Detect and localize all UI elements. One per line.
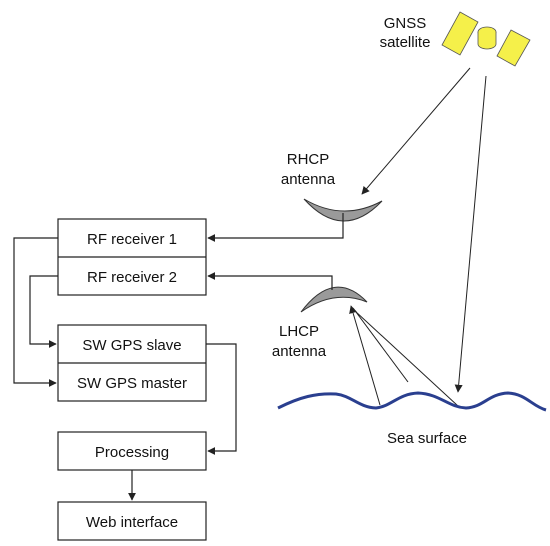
- rf1-to-sw-gps-master-arrow: [13, 237, 58, 387]
- reflected-ray-2: [352, 307, 409, 383]
- processing-label: Processing: [95, 444, 169, 461]
- sw-gps-to-processing-arrow: [206, 343, 237, 455]
- sw-gps-master-label: SW GPS master: [77, 375, 187, 392]
- web-interface-block: [57, 501, 207, 541]
- reflected-ray-1: [349, 305, 381, 406]
- lhcp-antenna-dish: [300, 286, 368, 313]
- lhcp-label-line2: antenna: [272, 343, 327, 360]
- rhcp-to-rf1-arrow: [207, 213, 344, 242]
- lhcp-to-rf2-arrow: [207, 272, 333, 290]
- incident-signal-arrow: [454, 75, 487, 393]
- rf-receiver-1-label: RF receiver 1: [87, 231, 177, 248]
- satellite-label-line1: GNSS: [384, 15, 427, 32]
- sea-surface-wave: [277, 391, 547, 412]
- direct-signal-arrow: [361, 67, 471, 195]
- rf2-to-sw-gps-slave-arrow: [29, 275, 58, 348]
- sea-surface-label: Sea surface: [387, 430, 467, 447]
- rf-receiver-2-label: RF receiver 2: [87, 269, 177, 286]
- rhcp-label-line1: RHCP: [287, 151, 330, 168]
- reflected-ray-3: [354, 310, 459, 407]
- lhcp-label-line1: LHCP: [279, 323, 319, 340]
- rhcp-label-line2: antenna: [281, 171, 336, 188]
- rhcp-antenna-dish: [303, 198, 383, 222]
- gnss-satellite-icon: [441, 11, 531, 67]
- sw-gps-slave-label: SW GPS slave: [82, 337, 181, 354]
- satellite-label-line2: satellite: [380, 34, 431, 51]
- web-interface-label: Web interface: [86, 514, 178, 531]
- satellite-body: [477, 32, 497, 50]
- satellite-panel-right: [496, 29, 531, 67]
- satellite-panel-left: [441, 11, 479, 56]
